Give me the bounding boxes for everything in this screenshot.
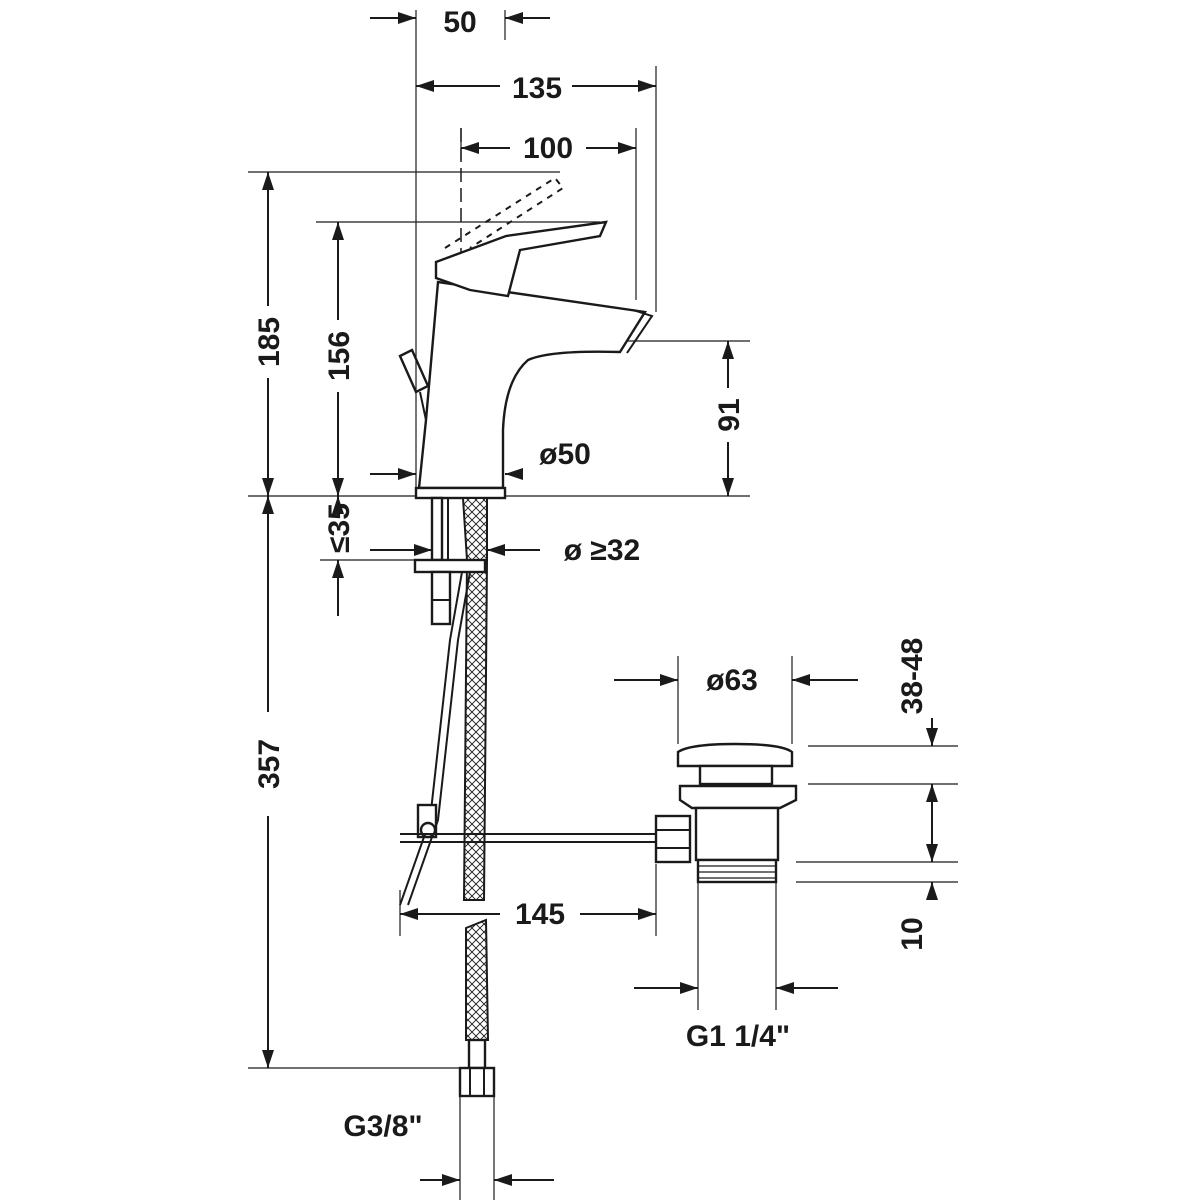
dim-outlet-offset: 50: [443, 6, 476, 39]
waste-plug-stem: [698, 764, 774, 786]
popup-rod: [399, 571, 463, 906]
dim-lever-height: 156: [323, 331, 356, 381]
hose-braid-lower: [465, 918, 490, 1041]
lever-raised-position: [444, 176, 565, 249]
dim-deck-thickness: ≤35: [323, 503, 356, 553]
dim-hose-length: 357: [253, 739, 286, 789]
dim-total-height: 185: [253, 317, 286, 367]
popup-rod-inner: [407, 571, 471, 906]
fixing-nut: [413, 558, 487, 574]
lever-handle: [434, 220, 608, 298]
dim-thread-height: 10: [896, 917, 929, 950]
base-plate: [414, 486, 507, 500]
hose-nut: [458, 1066, 496, 1098]
dimension-lines: [248, 10, 958, 1200]
waste-body: [694, 806, 780, 862]
dim-spout-projection: 100: [523, 132, 573, 165]
waste-plug-head: [676, 742, 794, 768]
dim-hole-diameter: ø ≥32: [564, 534, 641, 567]
dim-rod-length: 145: [515, 898, 565, 931]
dimension-labels: 50 135 100 185 156 91 ø50 ≤35 ø ≥32 357 …: [253, 6, 929, 1143]
waste-assembly: [654, 742, 798, 884]
fixing-bolt: [430, 570, 452, 626]
dim-base-diameter: ø50: [539, 438, 591, 471]
dim-overall-depth: 135: [512, 72, 562, 105]
dim-spout-height: 91: [713, 398, 746, 431]
popup-knob-stem: [419, 391, 427, 421]
popup-knob: [398, 348, 430, 394]
linkage-nut: [654, 814, 692, 864]
mounting-rod: [430, 496, 444, 562]
dim-hose-thread: G3/8": [343, 1110, 422, 1143]
hose-ferrule: [467, 1038, 487, 1070]
dim-plug-lift: 38-48: [896, 638, 929, 715]
dim-waste-thread: G1 1/4": [686, 1020, 790, 1053]
dim-waste-diameter: ø63: [706, 664, 758, 697]
hose-braid-upper: [461, 497, 488, 901]
under-counter-assembly: [399, 496, 660, 1098]
waste-thread: [696, 858, 778, 884]
waste-flange: [678, 784, 798, 810]
faucet-outline: [417, 280, 647, 490]
faucet-body: [398, 128, 654, 500]
